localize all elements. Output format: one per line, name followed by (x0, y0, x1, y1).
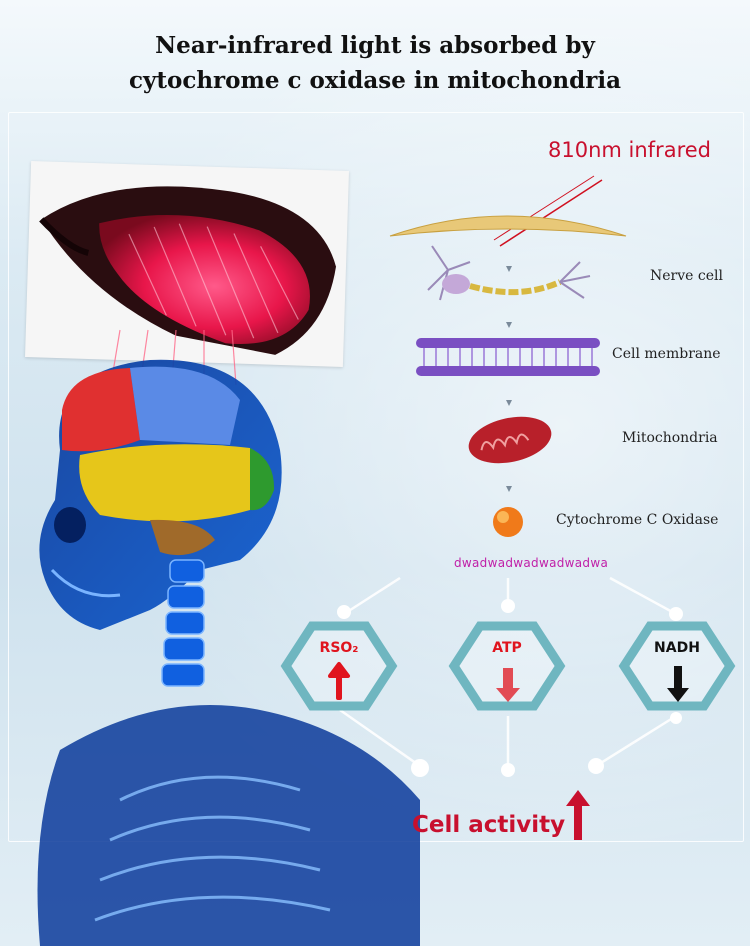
page-title: Near-infrared light is absorbed by cytoc… (0, 28, 750, 98)
title-line-2: cytochrome c oxidase in mitochondria (128, 67, 621, 94)
connector-node (588, 758, 604, 774)
title-line-1: Near-infrared light is absorbed by (155, 32, 595, 59)
outcome-label-nadh: NADH (654, 640, 700, 656)
outcome-label-rso2: RSO₂ (319, 640, 359, 656)
connector-node (337, 605, 351, 619)
mitochondria-shape (468, 416, 552, 464)
cell-membrane-shape (416, 338, 600, 376)
infrared-beam (499, 179, 603, 247)
atp-down-arrow-icon (496, 668, 520, 702)
hexagon-atp (448, 621, 566, 711)
step-label-nerve-cell: Nerve cell (650, 268, 723, 284)
flow-arrow (506, 266, 512, 492)
helmet-photo (25, 161, 349, 367)
nerve-cell-shape (427, 245, 591, 301)
step-label-mitochondria: Mitochondria (622, 430, 718, 446)
connector-node (501, 763, 515, 777)
outcome-label-atp: ATP (492, 640, 522, 656)
step-label-cell-membrane: Cell membrane (612, 346, 721, 362)
head-skeleton-illustration (37, 329, 420, 946)
nadh-down-arrow-icon (667, 666, 689, 702)
connector-node (411, 759, 429, 777)
connector-node (669, 607, 683, 621)
connector-line (595, 714, 677, 768)
helmet-illustration (39, 186, 336, 355)
connector-node (501, 599, 515, 613)
connector-node (670, 712, 682, 724)
step-label-cytochrome-oxidase: Cytochrome C Oxidase (556, 512, 719, 528)
connector-line (609, 576, 677, 616)
connector-line (339, 708, 421, 768)
infrared-label: 810nm infrared (548, 138, 711, 162)
cell-activity-up-arrow-icon (566, 790, 590, 840)
skin-layer (389, 215, 627, 237)
rso2-up-arrow-icon (328, 662, 350, 700)
connector-line (343, 576, 401, 616)
watermark-text: dwadwadwadwadwadwa (454, 556, 609, 570)
cytochrome-oxidase-shape (493, 507, 523, 537)
cell-activity-label: Cell activity (412, 812, 566, 838)
